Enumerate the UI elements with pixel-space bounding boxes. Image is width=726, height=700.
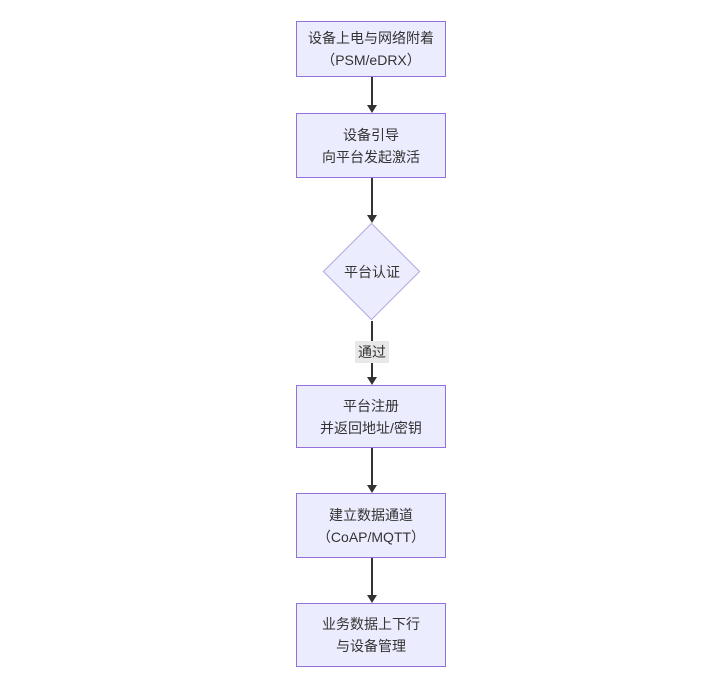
decision-platform-auth: 平台认证 <box>322 222 422 321</box>
node-label-line1: 设备上电与网络附着 <box>308 30 434 46</box>
edge-line-1 <box>371 77 373 105</box>
edge-line-2 <box>371 178 373 215</box>
node-platform-register: 平台注册 并返回地址/密钥 <box>296 385 446 448</box>
node-label-line1: 设备引导 <box>343 126 399 143</box>
arrowhead-down-icon <box>367 595 377 603</box>
node-label-line2: 并返回地址/密钥 <box>320 419 422 436</box>
edge-line-4 <box>371 448 373 485</box>
edge-line-5 <box>371 558 373 595</box>
node-data-channel: 建立数据通道 （CoAP/MQTT） <box>296 493 446 558</box>
arrowhead-down-icon <box>367 485 377 493</box>
node-power-attach: 设备上电与网络附着 （PSM/eDRX） <box>296 21 446 77</box>
arrowhead-down-icon <box>367 215 377 223</box>
node-label-line2: （PSM/eDRX） <box>321 52 421 68</box>
node-label-line2: 向平台发起激活 <box>322 148 420 165</box>
node-label-line1: 平台注册 <box>343 397 399 414</box>
node-bootstrap: 设备引导 向平台发起激活 <box>296 113 446 178</box>
arrowhead-down-icon <box>367 377 377 385</box>
node-label-line1: 业务数据上下行 <box>322 616 420 632</box>
arrowhead-down-icon <box>367 105 377 113</box>
node-business-data: 业务数据上下行 与设备管理 <box>296 603 446 667</box>
node-label-line1: 建立数据通道 <box>329 506 413 523</box>
decision-label: 平台认证 <box>344 264 400 280</box>
edge-label-pass: 通过 <box>355 341 389 363</box>
node-label-line2: （CoAP/MQTT） <box>316 528 426 545</box>
node-label-line2: 与设备管理 <box>336 638 406 654</box>
